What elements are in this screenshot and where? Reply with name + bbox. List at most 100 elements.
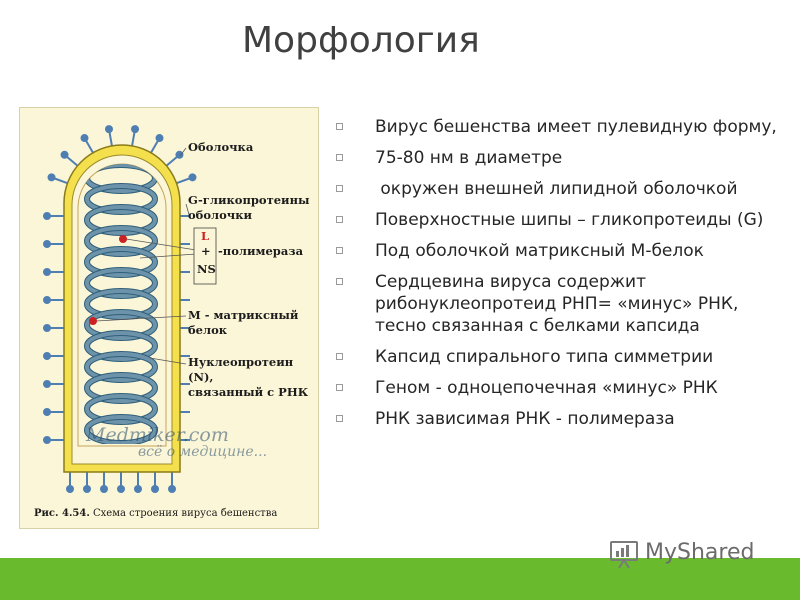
coil-turn xyxy=(85,247,157,277)
bullet-item: окружен внешней липидной оболочкой xyxy=(333,178,793,200)
pointer-line xyxy=(179,147,187,157)
spike-head xyxy=(43,268,51,276)
coil-turn xyxy=(85,205,157,235)
bullet-square-icon xyxy=(336,278,343,285)
label-envelope: Оболочка xyxy=(188,140,254,154)
label-matrix-protein: М - матриксный белок xyxy=(188,308,299,337)
spike-head xyxy=(188,173,197,182)
polymerase-dot-upper xyxy=(119,235,127,243)
bullet-text: Поверхностные шипы – гликопротеиды (G) xyxy=(375,210,764,230)
bullet-text: 75-80 нм в диаметре xyxy=(375,148,563,168)
coil-turn xyxy=(85,268,157,298)
spike-head xyxy=(175,150,184,159)
virus-diagram: Оболочка G-гликопротеины оболочки L + NS… xyxy=(19,107,319,529)
pointer-line xyxy=(185,203,191,219)
slide-title: Морфология xyxy=(242,20,480,61)
bullet-square-icon xyxy=(336,247,343,254)
spike-head xyxy=(134,485,142,493)
spike-head xyxy=(80,134,89,143)
bullet-square-icon xyxy=(336,154,343,161)
bullet-square-icon xyxy=(336,415,343,422)
spike-head xyxy=(43,240,51,248)
spike-head xyxy=(47,173,56,182)
spike-head xyxy=(66,485,74,493)
nucleocapsid-coil xyxy=(84,164,158,444)
bullet-text: Под оболочкой матриксный М-белок xyxy=(375,241,704,261)
bullet-text: окружен внешней липидной оболочкой xyxy=(375,179,738,199)
footer-bar xyxy=(0,558,800,600)
spike-stalk xyxy=(150,140,159,154)
coil-turn xyxy=(85,184,157,214)
bullet-text: Сердцевина вируса содержит рибонуклеопро… xyxy=(375,272,739,336)
polymerase-dot-lower xyxy=(89,317,97,325)
bullet-text: РНК зависимая РНК - полимераза xyxy=(375,409,675,429)
spike-head xyxy=(43,212,51,220)
spike-head xyxy=(117,485,125,493)
bullet-square-icon xyxy=(336,123,343,130)
label-glycoproteins: G-гликопротеины оболочки xyxy=(188,193,310,222)
bullet-text: Геном - одноцепочечная «минус» РНК xyxy=(375,378,718,398)
spike-stalk xyxy=(54,177,68,185)
coil-turn xyxy=(85,331,157,361)
pointer-line xyxy=(149,357,187,365)
figure-caption-text: Схема строения вируса бешенства xyxy=(93,508,278,519)
bullet-list: Вирус бешенства имеет пулевидную форму, … xyxy=(333,116,793,439)
myshared-logo[interactable]: MyShared xyxy=(608,540,754,570)
figure-caption-number: Рис. 4.54. xyxy=(34,508,90,519)
coil-turn xyxy=(85,415,157,444)
coil-turn xyxy=(85,394,157,424)
spike-stalk xyxy=(66,155,79,167)
label-polymerase-plus: + xyxy=(201,244,211,258)
spike-head xyxy=(104,125,113,134)
label-polymerase-l: L xyxy=(201,229,210,243)
spike-head xyxy=(151,485,159,493)
bullet-text: Вирус бешенства имеет пулевидную форму, xyxy=(375,117,777,137)
pointer-line xyxy=(139,253,197,259)
spike-head xyxy=(43,380,51,388)
pointer-line xyxy=(125,238,197,251)
bullet-item: Поверхностные шипы – гликопротеиды (G) xyxy=(333,209,793,231)
spike-stalk xyxy=(131,131,136,147)
spike-stalk xyxy=(85,140,94,154)
figure-caption: Рис. 4.54. Схема строения вируса бешенст… xyxy=(34,508,277,519)
spike-head xyxy=(43,324,51,332)
bullet-item: Сердцевина вируса содержит рибонуклеопро… xyxy=(333,271,793,337)
label-pointers xyxy=(95,147,197,365)
label-polymerase-ns: NS xyxy=(197,262,216,276)
virus-schematic xyxy=(43,125,217,493)
watermark-tagline: всё о медицине... xyxy=(138,444,268,460)
label-polymerase: -полимераза xyxy=(218,244,304,258)
spike-head xyxy=(43,408,51,416)
bullet-square-icon xyxy=(336,185,343,192)
pointer-line xyxy=(95,315,187,322)
spike-stalk xyxy=(165,155,178,167)
coil-turn xyxy=(85,310,157,340)
spike-stalk xyxy=(176,177,190,185)
spike-head xyxy=(83,485,91,493)
presentation-screen-icon xyxy=(610,541,638,569)
polymerase-box xyxy=(193,227,217,285)
bullet-item: 75-80 нм в диаметре xyxy=(333,147,793,169)
watermark-site: Medmiker.com xyxy=(86,424,229,446)
bullet-text: Капсид спирального типа симметрии xyxy=(375,347,714,367)
bullet-square-icon xyxy=(336,216,343,223)
label-nucleoprotein: Нуклеопротеин (N), связанный с РНК xyxy=(188,355,309,399)
spike-head xyxy=(168,485,176,493)
spike-head xyxy=(43,436,51,444)
spike-head xyxy=(60,150,69,159)
bullet-square-icon xyxy=(336,353,343,360)
bullet-item: Вирус бешенства имеет пулевидную форму, xyxy=(333,116,793,138)
coil-turn xyxy=(85,226,157,256)
bullet-item: Под оболочкой матриксный М-белок xyxy=(333,240,793,262)
coil-turn xyxy=(85,373,157,403)
coil-turn xyxy=(85,289,157,319)
logo-text: MyShared xyxy=(645,540,755,565)
bullet-square-icon xyxy=(336,384,343,391)
coil-turn xyxy=(85,352,157,382)
spike-head xyxy=(131,125,140,134)
spike-head xyxy=(100,485,108,493)
spike-head xyxy=(155,134,164,143)
bullet-item: Капсид спирального типа симметрии xyxy=(333,346,793,368)
spike-head xyxy=(43,296,51,304)
surface-spikes xyxy=(43,125,197,493)
